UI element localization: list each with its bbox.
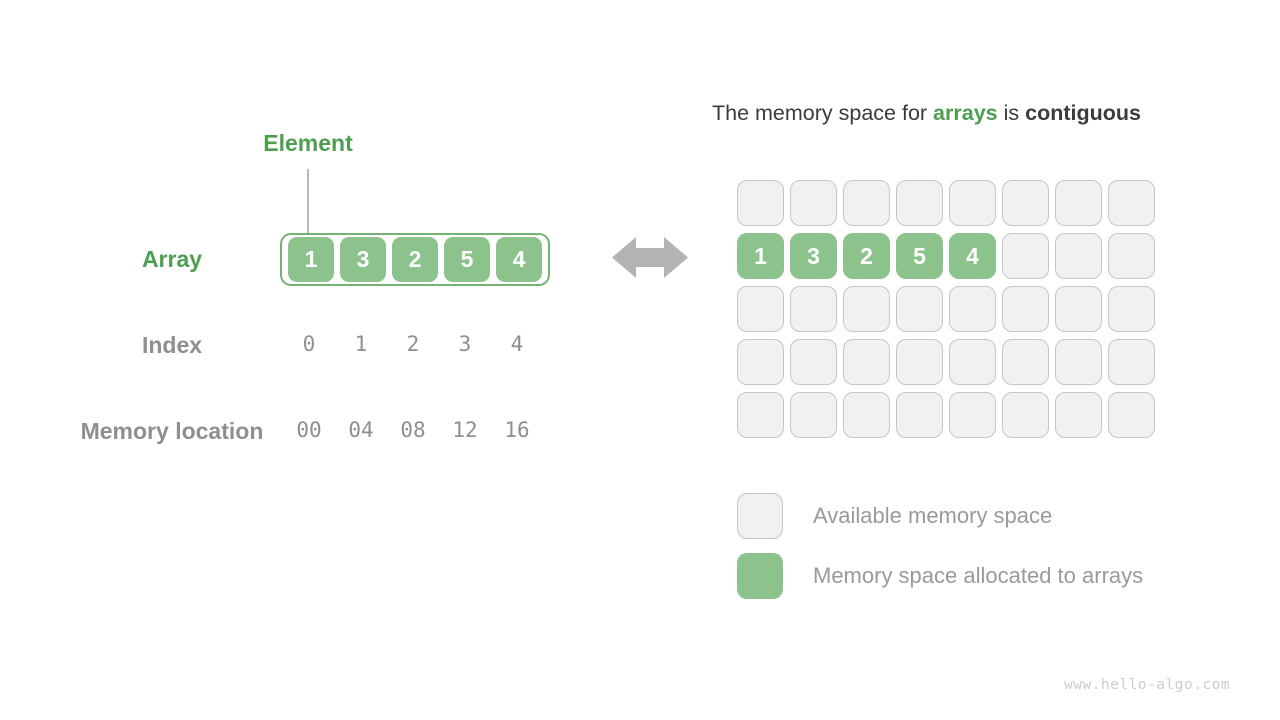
legend-row-allocated: Memory space allocated to arrays xyxy=(737,553,1143,599)
memory-cell-available xyxy=(1002,339,1049,385)
memory-location-label: Memory location xyxy=(80,418,264,444)
array-element-cell: 4 xyxy=(496,237,542,282)
array-element-cell: 2 xyxy=(392,237,438,282)
title-contiguous-bold: contiguous xyxy=(1025,101,1141,125)
memory-cell-available xyxy=(1108,233,1155,279)
index-value: 0 xyxy=(302,332,316,356)
legend-row-available: Available memory space xyxy=(737,493,1143,539)
title-part2: is xyxy=(997,101,1026,125)
memory-cell-available xyxy=(949,180,996,226)
watermark: www.hello-algo.com xyxy=(1064,677,1231,693)
index-value: 3 xyxy=(458,332,472,356)
memory-location-value: 00 xyxy=(296,418,322,442)
memory-cell-available xyxy=(1055,286,1102,332)
memory-cell-available xyxy=(843,286,890,332)
memory-location-values-row: 00 04 08 12 16 xyxy=(286,418,540,442)
memory-cell-available xyxy=(1002,286,1049,332)
array-element-cell: 3 xyxy=(340,237,386,282)
index-value: 1 xyxy=(354,332,368,356)
memory-cell-available xyxy=(1055,233,1102,279)
memory-cell-available xyxy=(1002,233,1049,279)
memory-cell-allocated: 1 xyxy=(737,233,784,279)
memory-cell-available xyxy=(1002,180,1049,226)
memory-location-value: 08 xyxy=(400,418,426,442)
memory-cell-available xyxy=(790,392,837,438)
memory-cell-available xyxy=(790,286,837,332)
index-label: Index xyxy=(141,332,203,358)
array-element-cell: 1 xyxy=(288,237,334,282)
legend-allocated-label: Memory space allocated to arrays xyxy=(813,563,1144,588)
memory-cell-available xyxy=(1055,339,1102,385)
memory-cell-available xyxy=(896,180,943,226)
memory-cell-available xyxy=(1108,286,1155,332)
memory-cell-available xyxy=(949,286,996,332)
element-label: Element xyxy=(263,130,353,156)
memory-cell-available xyxy=(790,339,837,385)
memory-cell-available xyxy=(737,180,784,226)
memory-cell-available xyxy=(843,180,890,226)
memory-location-value: 04 xyxy=(348,418,374,442)
index-value: 4 xyxy=(510,332,524,356)
memory-cell-available xyxy=(1055,180,1102,226)
element-pointer-line xyxy=(307,169,309,233)
memory-cell-available xyxy=(1108,392,1155,438)
memory-cell-available xyxy=(896,392,943,438)
memory-cell-allocated: 5 xyxy=(896,233,943,279)
memory-cell-available xyxy=(737,286,784,332)
memory-location-value: 16 xyxy=(504,418,530,442)
available-memory-swatch xyxy=(737,493,783,539)
memory-cell-available xyxy=(896,339,943,385)
memory-cell-available xyxy=(896,286,943,332)
memory-cell-available xyxy=(949,392,996,438)
memory-cell-available xyxy=(843,392,890,438)
index-values-row: 0 1 2 3 4 xyxy=(286,332,540,356)
memory-cell-available xyxy=(790,180,837,226)
memory-cell-available xyxy=(737,392,784,438)
memory-cell-available xyxy=(949,339,996,385)
title-arrays-highlight: arrays xyxy=(933,101,998,125)
title-part1: The memory space for xyxy=(712,101,934,125)
memory-cell-available xyxy=(737,339,784,385)
memory-cell-allocated: 3 xyxy=(790,233,837,279)
memory-location-value: 12 xyxy=(452,418,478,442)
memory-cell-allocated: 4 xyxy=(949,233,996,279)
array-label: Array xyxy=(141,246,203,272)
memory-cell-available xyxy=(1108,180,1155,226)
memory-cell-available xyxy=(1108,339,1155,385)
index-value: 2 xyxy=(406,332,420,356)
legend: Available memory space Memory space allo… xyxy=(737,493,1143,613)
memory-cell-allocated: 2 xyxy=(843,233,890,279)
diagram-title: The memory space for arrays is contiguou… xyxy=(712,101,1232,126)
memory-cell-available xyxy=(1055,392,1102,438)
allocated-memory-swatch xyxy=(737,553,783,599)
memory-cell-available xyxy=(843,339,890,385)
array-element-cell: 5 xyxy=(444,237,490,282)
legend-available-label: Available memory space xyxy=(813,503,1053,528)
left-right-arrow-icon xyxy=(612,235,688,280)
memory-cell-available xyxy=(1002,392,1049,438)
